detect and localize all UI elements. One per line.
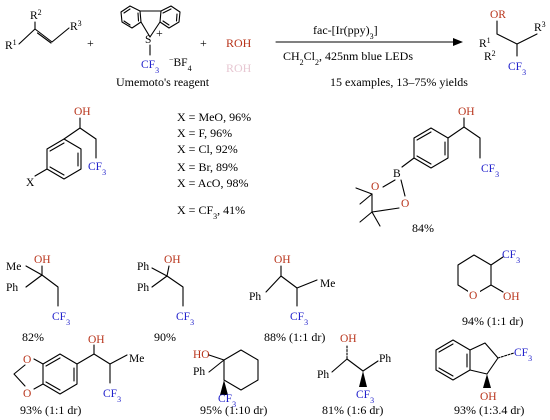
product-p8: CF3 OH 93% (1:3.4 dr) [435, 339, 532, 417]
methyl-label: Me [320, 278, 335, 290]
hydroxyl-label: OH [340, 333, 357, 345]
product-yield: 94% (1:1 dr) [462, 314, 523, 328]
hydroxyl-label: OH [34, 254, 51, 266]
sulfonium-atom: S [145, 34, 151, 46]
product-p3: OH Ph Me CF3 88% (1:1 dr) [249, 254, 335, 344]
aryl-x-label: X [26, 177, 35, 189]
alkene-r2-label: R2 [30, 8, 42, 23]
product-yield: 95% (1:10 dr) [200, 403, 267, 417]
aryl-series-structure: X OH CF3 [26, 106, 106, 189]
boron-atom: B [393, 168, 401, 180]
cf3-group: CF3 [218, 393, 236, 409]
substituent-entry: X = AcO, 98% [177, 176, 248, 190]
product-p7: OH Ph Ph CF3 81% (1:6 dr) [317, 333, 391, 417]
product-yield: 93% (1:3.4 dr) [454, 403, 524, 417]
cf3-group: CF3 [176, 311, 194, 327]
sulfonium-charge: + [156, 26, 163, 40]
faint-alcohol-text: ROH [226, 61, 252, 75]
methyl-label: Me [129, 353, 144, 365]
alkene-r1-label: R1 [5, 38, 17, 53]
counterion-label: −BF4 [169, 55, 192, 73]
plus-sign-2: + [200, 36, 207, 50]
aryl-cf3-group: CF3 [88, 161, 106, 177]
reagent-cf3-group: CF3 [141, 59, 159, 75]
alkene-reactant: R1 R2 R3 [5, 8, 82, 53]
phenyl-label: Ph [249, 291, 261, 303]
cf3-group: CF3 [356, 389, 374, 405]
alcohol-reactant: ROH [226, 36, 252, 50]
substituent-entry: X = F, 96% [177, 126, 232, 140]
boronate-cf3-group: CF3 [481, 163, 499, 179]
catalyst-condition: fac-[Ir(ppy)3] [313, 23, 378, 41]
hydroxyl-label: OH [480, 391, 497, 403]
alkene-r3-label: R3 [70, 19, 82, 34]
cf3-group: CF3 [52, 311, 70, 327]
phenyl-label: Ph [137, 261, 149, 273]
product-r3-label: R3 [534, 20, 546, 35]
boronate-o-top: O [371, 181, 379, 193]
general-product: OR R1 R2 R3 CF3 [479, 9, 546, 77]
umemoto-reagent: S + CF3 −BF4 Umemoto's reagent [116, 5, 210, 89]
reaction-arrow [275, 38, 463, 46]
cf3-group: CF3 [290, 311, 308, 327]
plus-sign-1: + [87, 36, 94, 50]
phenyl-label: Ph [6, 282, 18, 294]
substituent-entry: X = CF3, 41% [177, 203, 245, 221]
product-cf3-group: CF3 [508, 61, 526, 77]
cf3-group: CF3 [514, 347, 532, 363]
ring-oxygen-label: O [469, 290, 477, 302]
product-yield: 93% (1:1 dr) [20, 403, 81, 417]
phenyl-label: Ph [379, 353, 391, 365]
dioxole-oxygen-top: O [23, 354, 31, 366]
hydroxyl-label: HO [193, 349, 210, 361]
dioxole-oxygen-bottom: O [23, 388, 31, 400]
boronate-yield: 84% [412, 221, 434, 235]
aryl-oh-label: OH [74, 106, 91, 118]
scope-summary: 15 examples, 13–75% yields [330, 75, 468, 89]
phenyl-label: Ph [317, 369, 329, 381]
hydroxyl-label: OH [164, 254, 181, 266]
product-p4: CF3 OH O 94% (1:1 dr) [457, 249, 523, 328]
product-yield: 82% [22, 330, 44, 344]
boronate-oh-label: OH [458, 106, 475, 118]
product-p1: Me OH Ph CF3 82% [6, 254, 70, 344]
product-r2-label: R2 [484, 49, 496, 64]
methyl-label: Me [6, 261, 21, 273]
substituent-entry: X = Cl, 92% [177, 142, 238, 156]
cf3-group: CF3 [103, 388, 121, 404]
solvent-light-condition: CH2Cl2, 425nm blue LEDs [283, 49, 413, 67]
product-or-label: OR [490, 9, 506, 21]
hydroxyl-label: OH [88, 334, 105, 346]
boronate-product: OH CF3 B O O 84% [355, 106, 499, 235]
phenyl-label: Ph [137, 282, 149, 294]
boronate-o-bottom: O [401, 198, 409, 210]
product-r1-label: R1 [479, 36, 491, 51]
product-p2: Ph OH Ph CF3 90% [137, 254, 194, 344]
product-yield: 90% [154, 330, 176, 344]
substituent-entry: X = Br, 89% [177, 160, 238, 174]
cf3-group: CF3 [502, 249, 520, 265]
product-yield: 88% (1:1 dr) [264, 330, 325, 344]
reagent-name: Umemoto's reagent [116, 75, 210, 89]
product-yield: 81% (1:6 dr) [322, 403, 383, 417]
hydroxyl-label: OH [274, 254, 291, 266]
substituent-table: X = MeO, 96% X = F, 96% X = Cl, 92% X = … [177, 110, 251, 221]
product-p5: O O Me OH CF3 93% (1:1 dr) [13, 334, 144, 417]
hydroxyl-label: OH [503, 291, 520, 303]
phenyl-label: Ph [193, 366, 205, 378]
product-p6: HO Ph CF3 95% (1:10 dr) [193, 349, 267, 417]
substituent-entry: X = MeO, 96% [177, 110, 251, 124]
